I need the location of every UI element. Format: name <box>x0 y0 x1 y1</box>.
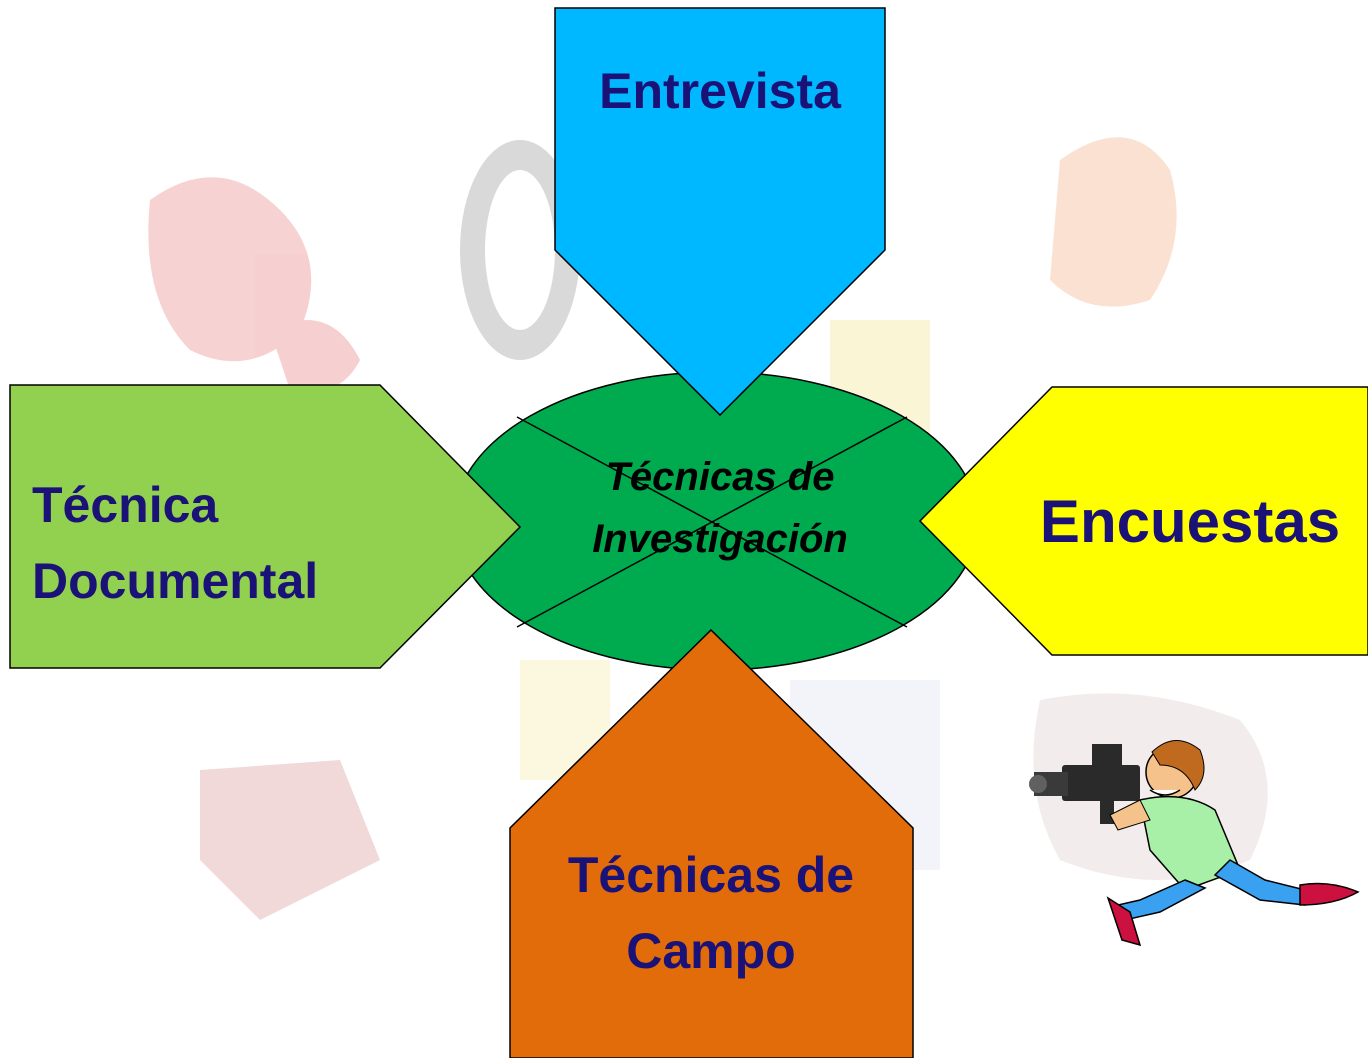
encuestas-label: Encuestas <box>1040 488 1340 555</box>
top-arrow-entrevista: Entrevista <box>554 7 886 417</box>
right-arrow-encuestas: Encuestas <box>918 386 1368 656</box>
documental-label-line1: Técnica <box>32 477 219 533</box>
documental-label-line2: Documental <box>32 553 318 609</box>
left-arrow-tecnica-documental: Técnica Documental <box>9 384 522 669</box>
campo-label-line1: Técnicas de <box>568 847 854 903</box>
center-label-line1: Técnicas de <box>605 455 834 499</box>
center-node: Técnicas de Investigación <box>453 371 979 671</box>
entrevista-label: Entrevista <box>599 63 842 119</box>
campo-label-line2: Campo <box>626 923 795 979</box>
bottom-arrow-tecnicas-de-campo: Técnicas de Campo <box>509 628 914 1058</box>
cameraman-clipart <box>1029 740 1360 947</box>
center-label-line2: Investigación <box>592 517 848 561</box>
